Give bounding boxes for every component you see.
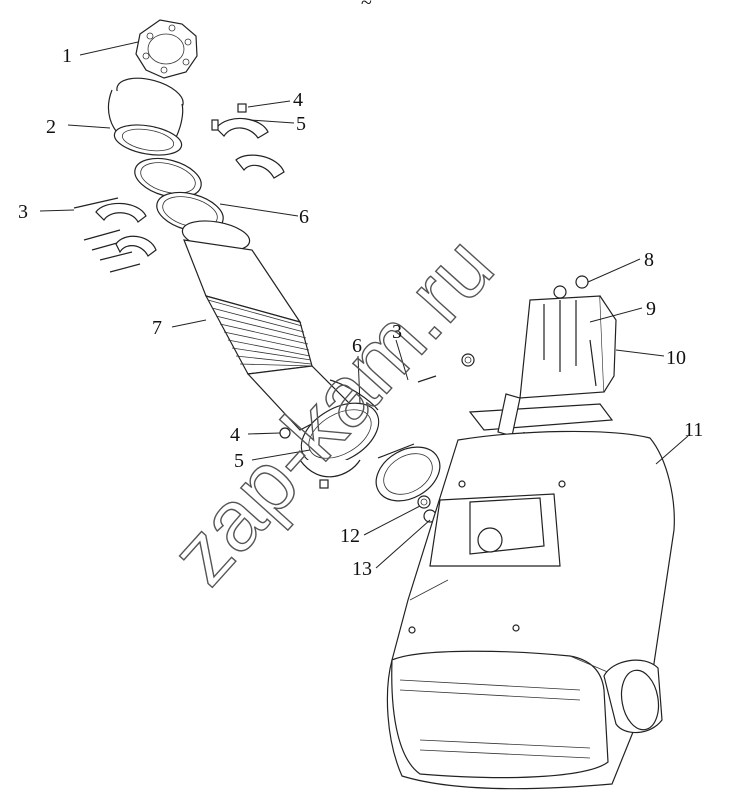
leader-lines — [39, 41, 689, 569]
callout-5-top: 5 — [296, 113, 306, 135]
part-11-muffler — [386, 430, 675, 790]
part-2-elbow — [107, 77, 184, 156]
part-5-clamps-upper — [211, 103, 285, 179]
callout-4-top: 4 — [293, 89, 303, 111]
callout-10: 10 — [666, 347, 686, 369]
callout-11: 11 — [684, 419, 703, 441]
callout-7: 7 — [152, 317, 162, 339]
callout-13: 13 — [352, 558, 372, 580]
top-mark: ~ — [361, 0, 372, 14]
callout-1: 1 — [62, 45, 72, 67]
part-6-rings-upper — [134, 157, 224, 233]
callout-8: 8 — [644, 249, 654, 271]
callout-12: 12 — [340, 525, 360, 547]
callout-5-mid: 5 — [234, 450, 244, 472]
callout-3-left: 3 — [18, 201, 28, 223]
callouts: 1 2 3 4 5 6 7 3 6 4 5 8 9 10 11 12 13 — [18, 45, 703, 580]
part-3-bolts-left — [73, 197, 157, 273]
part-5-6-lower — [299, 375, 441, 502]
callout-4-mid: 4 — [230, 424, 240, 446]
callout-3-mid: 3 — [392, 321, 402, 343]
callout-2: 2 — [46, 116, 56, 138]
callout-9: 9 — [646, 298, 656, 320]
callout-6-mid: 6 — [352, 335, 362, 357]
callout-6-top: 6 — [299, 206, 309, 228]
nuts — [279, 275, 589, 523]
part-9-10-bracket — [468, 295, 617, 517]
part-1-gasket — [135, 19, 198, 79]
part-7-flex-pipe — [181, 220, 380, 466]
